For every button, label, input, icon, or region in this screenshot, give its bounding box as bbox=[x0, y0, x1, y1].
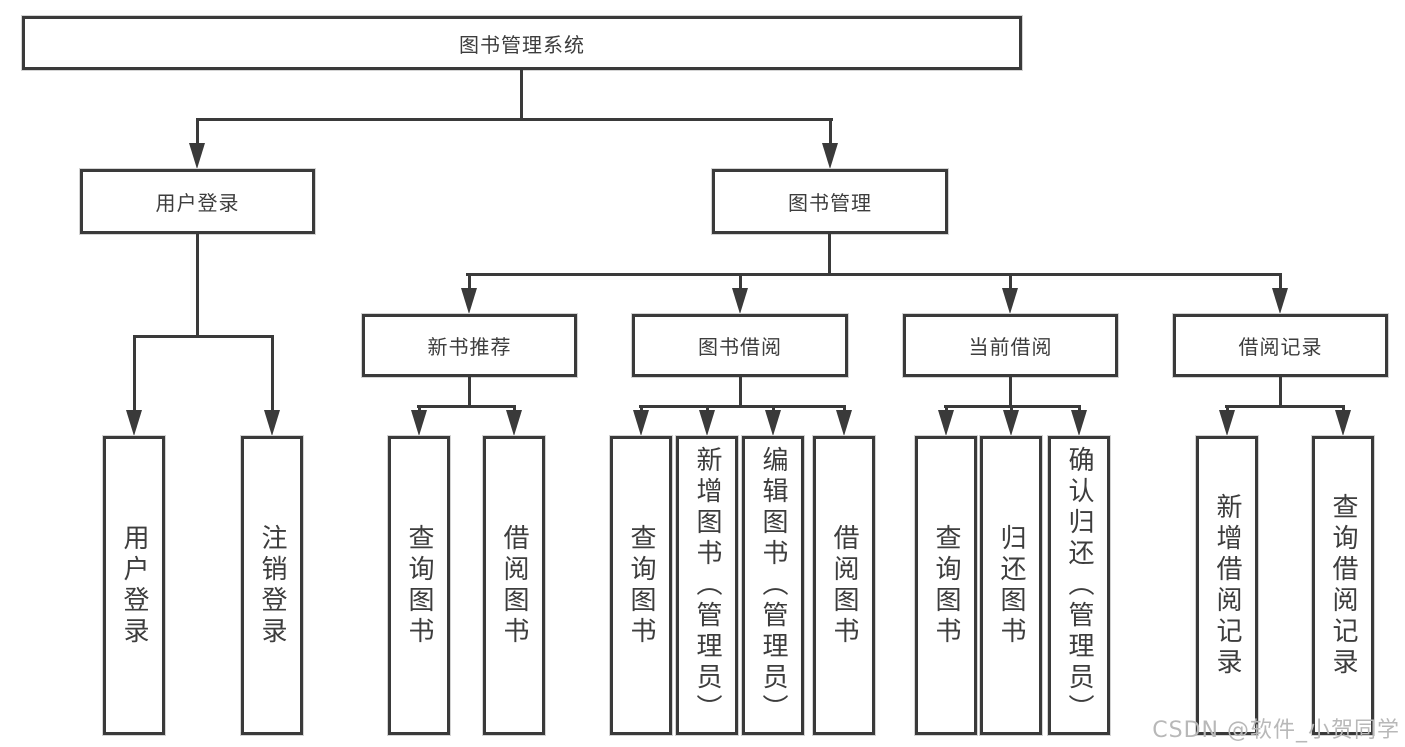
leaf-current-return: 归还图书 bbox=[980, 436, 1042, 735]
arrow-leaf bbox=[411, 408, 427, 436]
arrowhead-icon bbox=[1003, 410, 1019, 436]
arrow-to-new-books bbox=[461, 276, 477, 314]
leaf-borrowing-add: 新增图书（管理员） bbox=[676, 436, 738, 735]
arrowhead-icon bbox=[506, 410, 522, 436]
leaf-logout-label: 注销登录 bbox=[257, 523, 287, 648]
arrowhead-icon bbox=[1335, 410, 1351, 436]
node-user-login: 用户登录 bbox=[80, 169, 315, 234]
node-new-books: 新书推荐 bbox=[362, 314, 577, 377]
leaf-current-return-label: 归还图书 bbox=[996, 523, 1026, 648]
leaf-current-confirm: 确认归还（管理员） bbox=[1048, 436, 1110, 735]
csdn-watermark: CSDN @软件_小贺同学 bbox=[1152, 718, 1400, 743]
connector-root-hline bbox=[196, 118, 833, 121]
arrowhead-icon bbox=[1071, 410, 1087, 436]
leaf-borrowing-query-label: 查询图书 bbox=[626, 523, 656, 648]
leaf-borrowing-borrow-label: 借阅图书 bbox=[829, 523, 859, 648]
node-records-label: 借阅记录 bbox=[1238, 335, 1323, 359]
node-new-books-label: 新书推荐 bbox=[427, 335, 512, 359]
node-root-label: 图书管理系统 bbox=[459, 32, 585, 57]
connector-user-login-vline bbox=[196, 234, 199, 335]
arrowhead-icon bbox=[765, 410, 781, 436]
arrowhead-icon bbox=[822, 143, 838, 169]
arrow-to-borrowing bbox=[732, 276, 748, 314]
arrow-to-leaf-logout bbox=[264, 338, 280, 436]
leaf-newbooks-borrow: 借阅图书 bbox=[483, 436, 545, 735]
leaf-newbooks-query-label: 查询图书 bbox=[404, 523, 434, 648]
arrowhead-icon bbox=[1272, 288, 1288, 314]
leaf-newbooks-query: 查询图书 bbox=[388, 436, 450, 735]
node-current: 当前借阅 bbox=[903, 314, 1118, 377]
leaf-borrowing-query: 查询图书 bbox=[610, 436, 672, 735]
arrow-leaf bbox=[836, 408, 852, 436]
arrow-leaf bbox=[765, 408, 781, 436]
arrowhead-icon bbox=[264, 410, 280, 436]
leaf-current-query: 查询图书 bbox=[915, 436, 977, 735]
leaf-user-login-label: 用户登录 bbox=[119, 523, 149, 648]
arrow-leaf bbox=[633, 408, 649, 436]
connector-root-vline bbox=[520, 70, 523, 118]
connector-user-login-hline bbox=[133, 335, 274, 338]
arrow-to-book-mgmt bbox=[822, 121, 838, 169]
node-borrowing: 图书借阅 bbox=[632, 314, 848, 377]
leaf-current-confirm-label: 确认归还（管理员） bbox=[1064, 446, 1094, 725]
arrow-leaf bbox=[1219, 408, 1235, 436]
arrow-to-leaf-login bbox=[126, 338, 142, 436]
leaf-user-login: 用户登录 bbox=[103, 436, 165, 735]
arrowhead-icon bbox=[461, 288, 477, 314]
arrowhead-icon bbox=[732, 288, 748, 314]
arrow-to-user-login bbox=[189, 121, 205, 169]
arrow-leaf bbox=[1003, 408, 1019, 436]
leaf-borrowing-borrow: 借阅图书 bbox=[813, 436, 875, 735]
node-current-label: 当前借阅 bbox=[968, 335, 1053, 359]
arrowhead-icon bbox=[1219, 410, 1235, 436]
connector-level3-hline bbox=[466, 273, 1282, 276]
arrowhead-icon bbox=[189, 143, 205, 169]
connector-book-mgmt-vline bbox=[828, 234, 831, 273]
node-book-mgmt: 图书管理 bbox=[712, 169, 948, 234]
node-records: 借阅记录 bbox=[1173, 314, 1388, 377]
leaf-records-query-label: 查询借阅记录 bbox=[1328, 492, 1358, 679]
leaf-records-add: 新增借阅记录 bbox=[1196, 436, 1258, 735]
arrow-leaf bbox=[506, 408, 522, 436]
leaf-borrowing-add-label: 新增图书（管理员） bbox=[692, 446, 722, 725]
connector-current-hline bbox=[944, 405, 1081, 408]
leaf-borrowing-edit: 编辑图书（管理员） bbox=[742, 436, 804, 735]
leaf-newbooks-borrow-label: 借阅图书 bbox=[499, 523, 529, 648]
arrow-to-current bbox=[1002, 276, 1018, 314]
arrowhead-icon bbox=[126, 410, 142, 436]
arrowhead-icon bbox=[836, 410, 852, 436]
arrow-leaf bbox=[1071, 408, 1087, 436]
node-borrowing-label: 图书借阅 bbox=[698, 335, 782, 359]
connector-new-books-hline bbox=[417, 405, 516, 408]
arrowhead-icon bbox=[938, 410, 954, 436]
connector-new-books-vline bbox=[468, 377, 471, 405]
arrowhead-icon bbox=[699, 410, 715, 436]
connector-records-hline bbox=[1225, 405, 1345, 408]
connector-borrowing-hline bbox=[639, 405, 846, 408]
node-root: 图书管理系统 bbox=[22, 16, 1022, 70]
connector-current-vline bbox=[1009, 377, 1012, 405]
connector-records-vline bbox=[1279, 377, 1282, 405]
connector-borrowing-vline bbox=[739, 377, 742, 405]
arrow-leaf bbox=[699, 408, 715, 436]
leaf-records-query: 查询借阅记录 bbox=[1312, 436, 1374, 735]
leaf-current-query-label: 查询图书 bbox=[931, 523, 961, 648]
arrow-leaf bbox=[1335, 408, 1351, 436]
arrowhead-icon bbox=[633, 410, 649, 436]
leaf-borrowing-edit-label: 编辑图书（管理员） bbox=[758, 446, 788, 725]
arrow-to-records bbox=[1272, 276, 1288, 314]
leaf-logout: 注销登录 bbox=[241, 436, 303, 735]
leaf-records-add-label: 新增借阅记录 bbox=[1212, 492, 1242, 679]
arrowhead-icon bbox=[1002, 288, 1018, 314]
node-user-login-label: 用户登录 bbox=[155, 191, 240, 215]
arrow-leaf bbox=[938, 408, 954, 436]
arrowhead-icon bbox=[411, 410, 427, 436]
node-book-mgmt-label: 图书管理 bbox=[788, 191, 872, 215]
